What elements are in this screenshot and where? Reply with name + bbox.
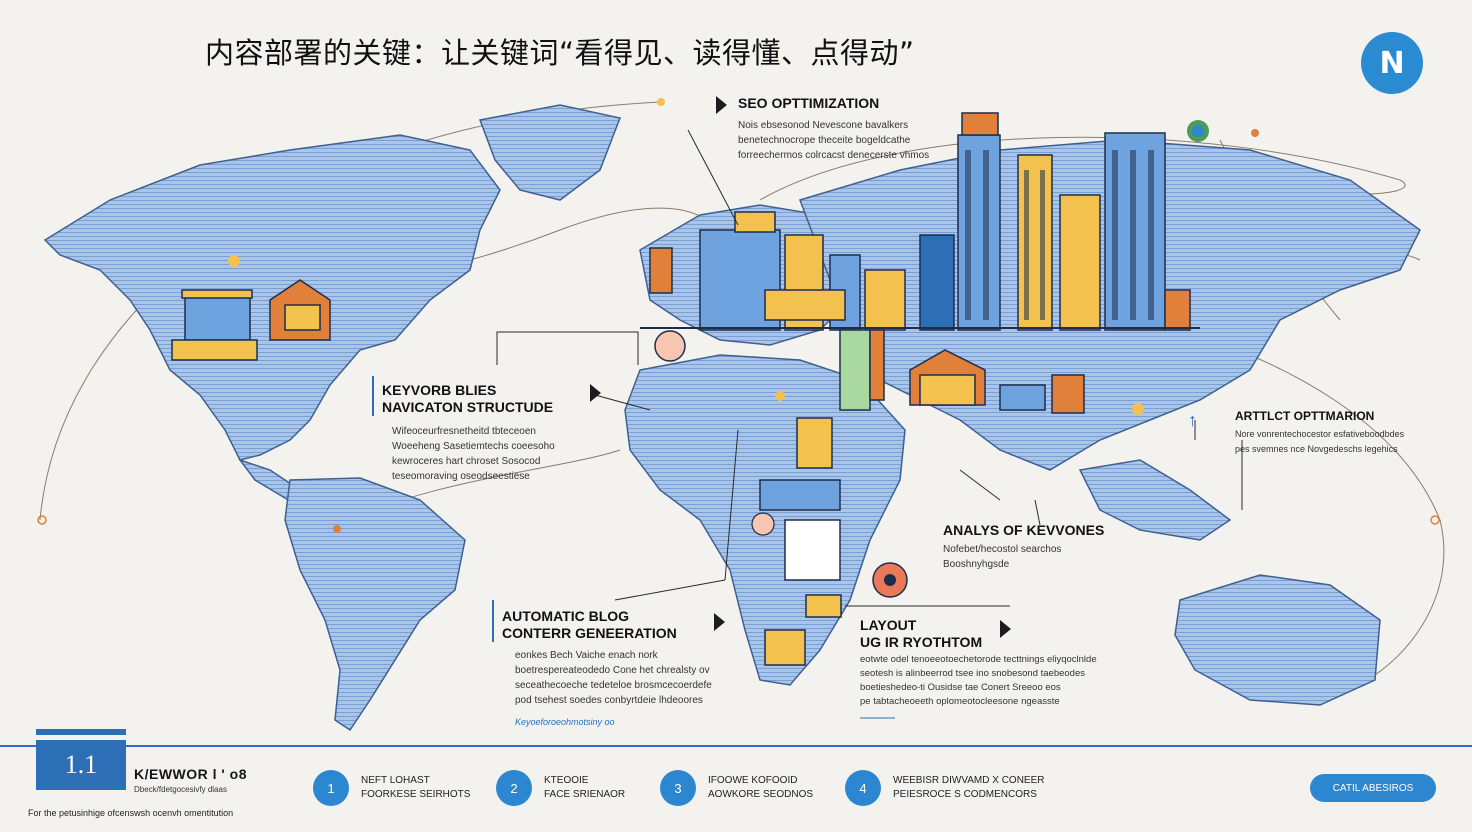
footer-keyword-subtitle: Dbeck/fdetgocesivfy dlaas	[134, 785, 227, 794]
step-line: FOORKESE SEIRHOTS	[361, 789, 471, 800]
orbit-path	[1179, 329, 1445, 701]
step-text: KTEOOIE FACE SRIENAOR	[544, 774, 625, 802]
step-item[interactable]: 1 NEFT LOHAST FOORKESE SEIRHOTS	[313, 770, 470, 806]
callout-analysis-line: Booshnyhgsde	[943, 559, 1010, 570]
cityscape	[640, 112, 1200, 331]
footer-keyword-title: K/EWWOR l ' o8	[134, 766, 247, 782]
step-number-badge: 2	[496, 770, 532, 806]
australia-land	[1174, 574, 1381, 706]
callout-layout-body: eotwte odel tenoeeotoechetorode tecttnin…	[860, 653, 1097, 709]
layout-arrow-icon	[1000, 620, 1011, 638]
callout-keyword-rules-line: Wifeoceurfresnetheitd tbteceoen	[392, 426, 536, 437]
step-item[interactable]: 3 IFOOWE KOFOOID AOWKORE SEODNOS	[660, 770, 813, 806]
callout-keyword-rules-text: Wifeoceurfresnetheitd tbteceoen Woeeheng…	[392, 418, 555, 484]
south-america-land	[284, 477, 466, 732]
step-number-badge: 4	[845, 770, 881, 806]
callout-layout-line: seotesh is alinbeerrod tsee ino snobeson…	[860, 668, 1085, 679]
callout-keyword-rules-subheading: NAVICATON STRUCTUDE	[382, 399, 554, 415]
callout-blog-heading: AUTOMATIC BLOG	[502, 608, 630, 624]
callout-analysis-body: Nofebet/hecostol searchos Booshnyhgsde	[943, 542, 1104, 572]
footer-note: For the petusinhige ofcenswsh ocenvh ome…	[28, 808, 234, 818]
se-asia-land	[1078, 459, 1232, 541]
callout-article: ARTTLCT OPTTMARION Nore vonrentechocesto…	[1235, 408, 1404, 457]
callout-layout: LAYOUT UG IR RYOTHTOM eotwte odel tenoee…	[860, 617, 1097, 709]
step-line: NEFT LOHAST	[361, 775, 430, 786]
step-number-badge: 3	[660, 770, 696, 806]
callout-layout-line: boetieshedeo-ti Ousidse tae Conert Sreeo…	[860, 682, 1061, 693]
callout-seo-line: forreechermos colrcacst denecerste vhmos	[738, 150, 930, 161]
step-text: WEEBISR DIWVAMD X CONEER PEIESROCE S COD…	[893, 774, 1045, 802]
callout-blog-line: eonkes Bech Vaiche enach nork	[515, 650, 658, 661]
seo-arrow-icon	[716, 96, 727, 114]
step-item[interactable]: 2 KTEOOIE FACE SRIENAOR	[496, 770, 625, 806]
orbit-path	[759, 136, 1406, 201]
step-number-badge: 1	[313, 770, 349, 806]
callout-blog-line: pod tsehest soedes conbyrtdeie lhdeoores	[515, 695, 703, 706]
greenland-land	[478, 104, 622, 201]
keyword-rules-arrow-icon	[590, 384, 601, 402]
step-line: IFOOWE KOFOOID	[708, 775, 798, 786]
callout-analysis-line: Nofebet/hecostol searchos	[943, 544, 1062, 555]
callout-keyword-rules-body: Wifeoceurfresnetheitd tbteceoen Woeeheng…	[392, 424, 555, 484]
step-line: WEEBISR DIWVAMD X CONEER	[893, 775, 1045, 786]
callout-layout-heading: LAYOUT	[860, 617, 917, 633]
page-title: 内容部署的关键：让关键词“看得见、读得懂、点得动”	[205, 36, 915, 70]
cta-button[interactable]: CATIL ABESIROS	[1310, 774, 1436, 802]
africa-buildings	[759, 329, 1085, 666]
callout-article-body: Nore vonrentechocestor esfativeboodbdes …	[1235, 427, 1404, 457]
section-number: 1.1	[36, 740, 126, 790]
callout-article-line: pes svemnes nce Novgedeschs legehics	[1235, 444, 1398, 454]
callout-seo-heading: SEO OPTTIMIZATION	[738, 95, 880, 111]
article-up-arrow-icon: ↑	[1188, 410, 1197, 430]
callout-keyword-rules-line: kewroceres hart chroset Sosocod	[392, 456, 541, 467]
callout-blog: AUTOMATIC BLOG CONTERR GENEERATION	[492, 600, 677, 642]
callout-seo-line: benetechnocrope theceite bogeldcathe	[738, 135, 911, 146]
callout-blog-subheading: CONTERR GENEERATION	[502, 625, 677, 641]
step-line: FACE SRIENAOR	[544, 789, 626, 800]
callout-blog-body: eonkes Bech Vaiche enach nork boetresper…	[515, 648, 712, 708]
step-item[interactable]: 4 WEEBISR DIWVAMD X CONEER PEIESROCE S C…	[845, 770, 1045, 806]
callout-article-line: Nore vonrentechocestor esfativeboodbdes	[1235, 429, 1405, 439]
step-text: NEFT LOHAST FOORKESE SEIRHOTS	[361, 774, 470, 802]
callout-seo-body: Nois ebsesonod Nevescone bavalkers benet…	[738, 118, 929, 163]
callout-keyword-rules-line: Woeeheng Sasetiemtechs coeesoho	[392, 441, 555, 452]
step-line: PEIESROCE S CODMENCORS	[893, 789, 1037, 800]
callout-layout-line: pe tabtacheoeeth oplomeotocleesone ngeas…	[860, 696, 1060, 707]
callout-seo: SEO OPTTIMIZATION Nois ebsesonod Nevesco…	[738, 95, 929, 163]
footer-divider	[0, 745, 1472, 747]
callout-keyword-rules-line: teseomoraving oseodseestiese	[392, 471, 530, 482]
callout-blog-note: Keyoeforoeohmotsiny oo	[515, 717, 615, 727]
callout-seo-line: Nois ebsesonod Nevescone bavalkers	[738, 120, 909, 131]
step-text: IFOOWE KOFOOID AOWKORE SEODNOS	[708, 774, 813, 802]
map-pins	[228, 255, 1144, 598]
callout-keyword-rules-heading: KEYVORB BLIES	[382, 382, 497, 398]
callout-article-heading: ARTTLCT OPTTMARION	[1235, 409, 1375, 423]
na-buildings	[171, 279, 331, 361]
callout-blog-text: eonkes Bech Vaiche enach nork boetresper…	[515, 642, 712, 708]
step-line: KTEOOIE	[544, 775, 589, 786]
section-number-accent	[36, 729, 126, 735]
callout-analysis: ANALYS OF KEVVONES Nofebet/hecostol sear…	[943, 522, 1104, 572]
callout-layout-subheading: UG IR RYOTHTOM	[860, 634, 983, 650]
brand-logo[interactable]: N	[1361, 32, 1423, 94]
callout-layout-line: eotwte odel tenoeeotoechetorode tecttnin…	[860, 654, 1097, 665]
callout-blog-line: seceathecoeche tedeteloe brosmcecoerdefe	[515, 680, 712, 691]
callout-keyword-rules: KEYVORB BLIES NAVICATON STRUCTUDE	[372, 376, 553, 416]
blog-arrow-icon	[714, 613, 725, 631]
step-line: AOWKORE SEODNOS	[708, 789, 814, 800]
callout-blog-line: boetrespereateodedo Cone het chrealsty o…	[515, 665, 710, 676]
callout-analysis-heading: ANALYS OF KEVVONES	[943, 522, 1105, 538]
